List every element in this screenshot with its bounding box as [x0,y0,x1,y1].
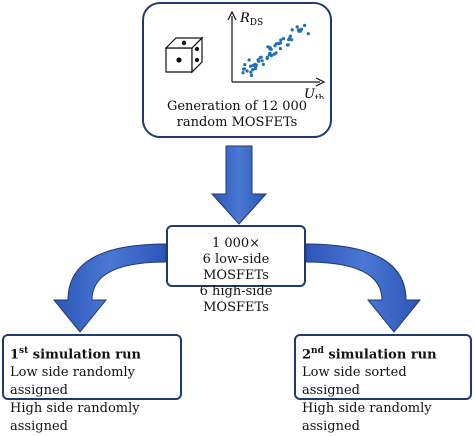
generation-caption: Generation of 12 000 random MOSFETs [144,99,330,131]
generation-illustration: RDS Uth [164,10,326,99]
scatter-point [247,58,251,62]
dice-icon [164,36,204,74]
first-low-side-text: Low side randomly assigned [10,365,136,399]
scatter-point [261,62,265,66]
scatter-point [290,28,294,32]
high-side-count: 6 high-side MOSFETs [199,284,273,315]
scatter-points [241,23,310,77]
scatter-point [268,51,272,55]
scatter-axes [227,10,326,87]
scatter-point [288,36,292,40]
second-simulation-title: 2nd simulation run [302,346,437,363]
scatter-point [260,59,264,63]
scatter-point [241,71,245,75]
scatter-point [243,63,247,67]
scatter-point [249,73,254,77]
x-axis-label: Uth [304,87,325,99]
scatter-point [281,36,286,41]
selection-box: 1 000× 6 low-side MOSFETs 6 high-side MO… [166,225,306,315]
scatter-point [256,58,260,62]
first-high-side-text: High side randomly assigned [10,401,140,435]
first-simulation-title: 1st simulation run [10,346,141,363]
y-axis-label: RDS [239,11,263,28]
caption-line-1: Generation of 12 000 [166,99,308,114]
scatter-point [248,64,253,68]
scatter-point [295,25,299,29]
scatter-point [306,32,310,36]
low-side-count: 6 low-side MOSFETs [202,252,270,283]
scatter-point [259,55,263,59]
scatter-point [279,38,283,42]
scatter-point [290,38,294,42]
flow-arrows-layer [52,145,422,333]
scatter-point [268,47,272,51]
first-simulation-box: 1st simulation run Low side randomly ass… [2,334,182,434]
scatter-point [278,47,282,51]
scatter-point [242,67,246,71]
right-curved-arrow [305,243,422,333]
down-arrow [210,145,268,225]
iteration-count: 1 000× [211,236,261,251]
generation-box: RDS Uth Generation of 12 000 random MOSF… [142,2,332,138]
scatter-point [265,56,269,61]
scatter-point [251,68,255,72]
second-simulation-box: 2nd simulation run Low side sorted assig… [294,334,472,434]
scatter-point [298,29,303,33]
scatter-point [251,63,255,67]
scatter-point [274,51,278,55]
scatter-point [303,23,307,27]
scatter-point [286,43,290,47]
scatter-point [245,69,249,73]
scatter-point [254,63,258,67]
scatter-point [277,41,281,46]
caption-line-2: random MOSFETs [176,115,298,130]
scatter-point [253,67,257,71]
second-low-side-text: Low side sorted assigned [302,365,407,399]
second-high-side-text: High side randomly assigned [302,401,432,435]
left-curved-arrow [52,243,167,333]
scatter-point [274,42,278,46]
scatter-point [249,70,253,74]
